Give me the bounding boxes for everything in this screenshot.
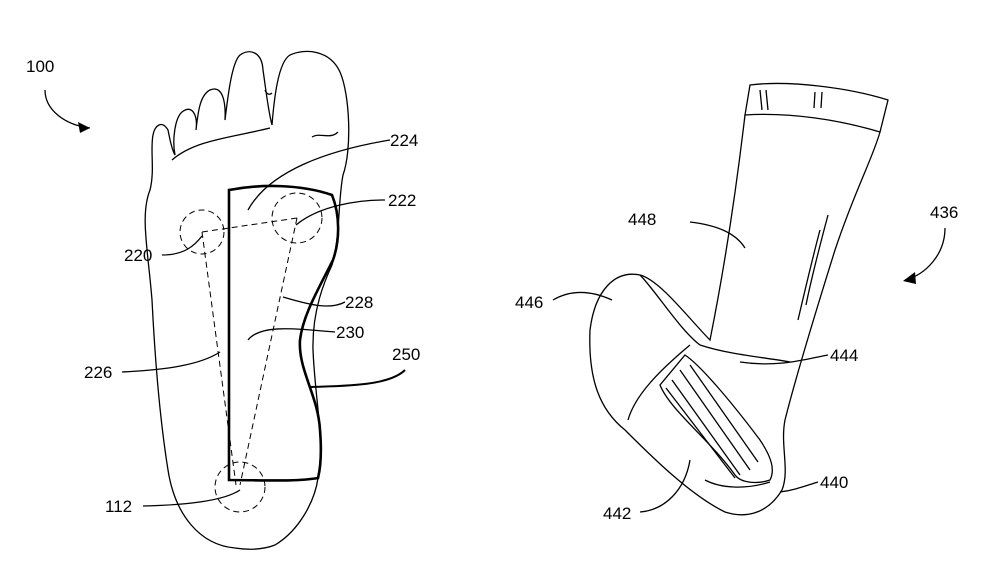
- label-250: 250: [392, 345, 420, 364]
- leader-226: [121, 351, 221, 373]
- sock-illustration: 436 448 446 444 442 440: [515, 82, 958, 523]
- label-230: 230: [336, 323, 364, 342]
- pressure-point-222: [271, 192, 323, 244]
- sock-shading: [797, 214, 829, 321]
- leader-224: [247, 139, 391, 211]
- line-224: [201, 217, 298, 233]
- label-224: 224: [390, 131, 418, 150]
- leader-250: [309, 369, 406, 388]
- line-226: [201, 231, 237, 486]
- toe-mark: [264, 89, 273, 95]
- pressure-point-112: [214, 461, 266, 513]
- leader-112: [142, 489, 241, 507]
- label-112: 112: [105, 497, 132, 516]
- label-220: 220: [124, 246, 152, 265]
- big-toe-mark: [311, 131, 339, 138]
- label-446: 446: [515, 293, 543, 312]
- arrowhead-icon: [903, 272, 916, 284]
- toe-seam: [704, 479, 771, 488]
- cuff-marks: [759, 89, 823, 111]
- leader-442: [639, 459, 691, 513]
- label-444: 444: [830, 346, 858, 365]
- arrowhead-icon: [78, 122, 90, 133]
- heel-line: [627, 344, 691, 421]
- pressure-point-220: [179, 209, 225, 255]
- leader-440: [779, 481, 819, 493]
- leader-444: [739, 354, 829, 365]
- label-228: 228: [345, 293, 373, 312]
- foot-outline: [144, 50, 350, 550]
- leader-220: [161, 235, 203, 256]
- leader-448: [689, 221, 746, 249]
- insole-pad-250: [227, 184, 340, 482]
- label-222: 222: [388, 191, 416, 210]
- label-226: 226: [84, 363, 112, 382]
- label-100: 100: [26, 57, 54, 76]
- panel-stripes: [665, 364, 759, 479]
- arrow-436: [904, 227, 946, 281]
- heel-seam: [639, 274, 791, 363]
- label-442: 442: [603, 504, 631, 523]
- label-440: 440: [820, 473, 848, 492]
- arrow-100: [44, 89, 91, 129]
- leader-228: [282, 296, 346, 307]
- sock-outline: [589, 114, 881, 516]
- toe-crease: [171, 127, 271, 161]
- leader-446: [552, 291, 613, 301]
- label-448: 448: [628, 210, 656, 229]
- leader-222: [295, 199, 386, 226]
- foot-illustration: 100 224 222 220 228 230 226 250 112: [26, 50, 420, 550]
- leader-230: [247, 328, 336, 341]
- label-436: 436: [930, 203, 958, 222]
- sock-panel-442: [659, 354, 773, 484]
- line-228: [239, 217, 298, 486]
